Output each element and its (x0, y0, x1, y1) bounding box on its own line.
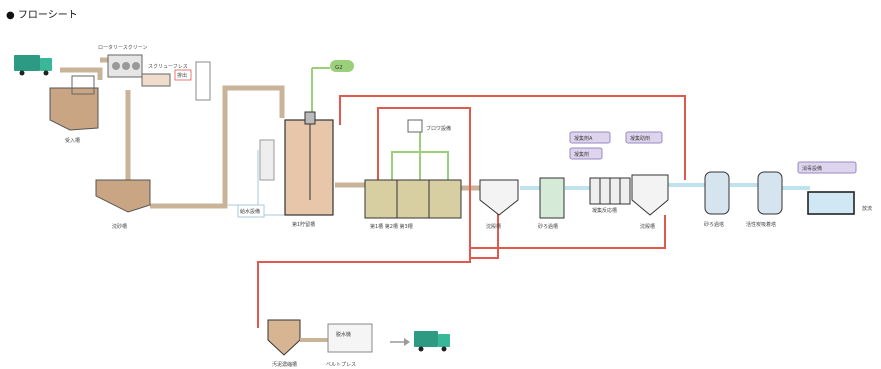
settler2-label: 沈殿槽 (640, 223, 655, 230)
treated-flow-line (520, 183, 810, 190)
chemical-tags: 凝集剤A 凝集剤 凝集助剤 (569, 131, 663, 160)
settler-2: 沈殿槽 (631, 174, 669, 230)
truck-icon-outlet (414, 331, 450, 352)
sludge-return-line (257, 95, 686, 328)
hopper-label: 受入槽 (65, 137, 80, 144)
filter1-label: 砂ろ過塔 (704, 221, 724, 228)
page-title: ● フローシート (6, 10, 78, 21)
screw-press-label: スクリューフレス (148, 64, 188, 70)
sand-filter-label: 砂ろ過槽 (538, 223, 558, 230)
bio-tanks-label: 第1槽 第2槽 第3槽 (370, 223, 413, 230)
disinfection: 消毒設備 放流 (797, 161, 872, 215)
sludge-thick-label: 汚泥濃縮槽 (272, 361, 297, 368)
screw-press: スクリューフレス 排出 (141, 61, 211, 101)
dehydrator: 脱水機 ベルトプレス (300, 323, 373, 368)
arrow-right-icon (390, 338, 410, 346)
truck-icon-inlet (14, 55, 52, 76)
settling-tank: 沈砂槽 (95, 179, 151, 230)
bio-tanks: 第1槽 第2槽 第3槽 (364, 179, 462, 230)
disinfect-label: 消毒設備 (802, 165, 822, 172)
sludge-thickener: 汚泥濃縮槽 (267, 319, 301, 368)
gas-tag-label: G2 (335, 65, 343, 71)
mixer: 凝集反応槽 (589, 177, 631, 214)
filter-2: 活性炭吸着塔 (746, 171, 783, 228)
rotary-screen: ロータリースクリーン (98, 44, 148, 78)
primary-tank-label: 第1貯留槽 (292, 221, 315, 228)
chem-c-label: 凝集助剤 (630, 135, 650, 142)
dehydrator-sub-label: ベルトプレス (326, 362, 356, 368)
pipe-rack: 給水設備 (237, 139, 275, 218)
dehydrator-label: 脱水機 (336, 331, 351, 338)
filter-1: 砂ろ過塔 (704, 171, 730, 228)
gas-tag: G2 (330, 60, 354, 72)
settling-label: 沈砂槽 (112, 223, 127, 230)
screen-label: ロータリースクリーン (98, 44, 148, 51)
mixer-label: 凝集反応槽 (592, 207, 617, 214)
chem-a-label: 凝集剤A (574, 135, 593, 142)
filter2-label: 活性炭吸着塔 (746, 221, 776, 228)
out1-label: 排出 (177, 72, 187, 79)
settler-1: 沈殿槽 (479, 179, 519, 230)
sand-filter: 砂ろ過槽 (538, 177, 565, 230)
receiving-hopper: 受入槽 (49, 75, 99, 144)
air-line (311, 67, 449, 180)
blower: ブロワ設備 (407, 119, 451, 133)
outlet-label: 放流 (862, 205, 872, 212)
settler1-label: 沈殿槽 (486, 223, 501, 230)
blower-label: ブロワ設備 (426, 125, 451, 132)
pipe-box-label: 給水設備 (240, 208, 260, 215)
primary-tank: 第1貯留槽 (284, 111, 334, 228)
chem-b-label: 凝集剤 (574, 151, 589, 158)
